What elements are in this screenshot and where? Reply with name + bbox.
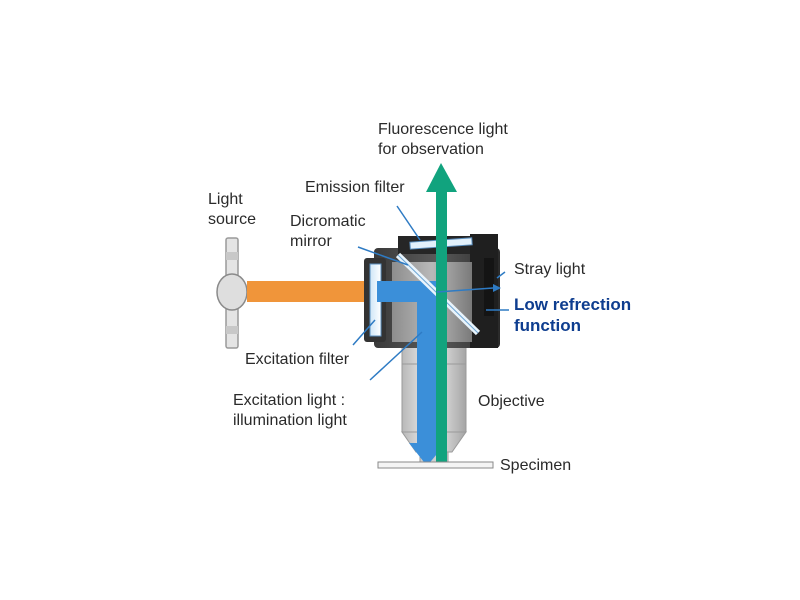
- specimen-label: Specimen: [500, 457, 572, 474]
- light-source-line-2: source: [208, 211, 257, 228]
- leader-lines: [352, 205, 509, 381]
- low-refrection-line-1: Low refrection: [514, 295, 632, 314]
- lamp-icon: [216, 237, 248, 349]
- stray-light-absorber: [484, 258, 494, 316]
- objective-label: Objective: [478, 393, 545, 410]
- dicromatic-mirror-line-1: Dicromatic: [290, 213, 366, 230]
- source-beam: [247, 281, 378, 302]
- excitation-beam: [377, 281, 446, 466]
- fluorescence-light-label: Fluorescence light for observation: [378, 120, 508, 160]
- dicromatic-mirror-label: Dicromatic mirror: [290, 212, 366, 252]
- fluorescence-light-line-2: for observation: [378, 141, 484, 158]
- emission-filter-label: Emission filter: [305, 179, 405, 196]
- stray-light-arrow: [436, 284, 501, 293]
- excitation-light-line-1: Excitation light :: [233, 392, 346, 409]
- light-source-line-1: Light: [208, 191, 243, 208]
- stray-light-label: Stray light: [514, 261, 586, 278]
- excitation-light-label: Excitation light : illumination light: [233, 391, 347, 431]
- specimen-slide: [377, 461, 494, 469]
- light-source-label: Light source: [208, 190, 256, 230]
- low-refrection-label: Low refrection function: [514, 294, 631, 336]
- dicromatic-mirror-line-2: mirror: [290, 233, 332, 250]
- low-refrection-line-2: function: [514, 316, 582, 335]
- excitation-filter-label: Excitation filter: [245, 351, 350, 368]
- fluorescence-beam: [426, 163, 457, 464]
- excitation-light-line-2: illumination light: [233, 412, 347, 429]
- fluorescence-light-line-1: Fluorescence light: [378, 121, 508, 138]
